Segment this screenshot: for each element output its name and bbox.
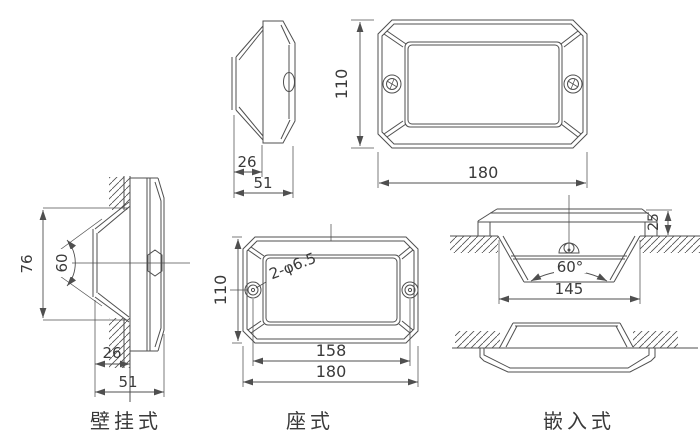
caption-recessed-type: 嵌入式	[543, 409, 615, 433]
dim-label-wall-60: 60	[53, 253, 71, 272]
base-lens-inner-line	[265, 257, 398, 323]
dim-label-front-180: 180	[468, 163, 499, 182]
wm-beam-line-bottom	[56, 273, 103, 307]
front-lens-inner-line	[407, 44, 560, 125]
dim-label-base-holes: 2-φ6.5	[267, 249, 319, 283]
angle-label-mask	[554, 260, 586, 273]
wm-beam-line-top	[56, 218, 103, 253]
ceiling-hatch-right	[633, 331, 678, 348]
rf-slant-right-inner	[615, 325, 628, 348]
side-knob	[283, 72, 295, 92]
dim-label-base-180: 180	[316, 362, 347, 381]
rs-left-slant	[477, 208, 498, 222]
dim-label-front-110: 110	[332, 69, 351, 100]
wm-knob-hexagon	[147, 249, 163, 277]
rf-slant-left-inner	[505, 325, 518, 348]
base-screw-left	[244, 281, 262, 299]
dim-label-wall-51: 51	[118, 373, 137, 391]
front-corner-bevels	[383, 30, 582, 138]
rs-cavity-left	[497, 235, 525, 283]
front-view: 110 180	[332, 19, 588, 188]
recessed-section-view: 60° 145 25	[450, 195, 700, 304]
wall-mount-view: 76 60 26 51	[18, 176, 190, 402]
wall-hatch-top	[109, 177, 130, 210]
ceiling-hatch-left	[455, 331, 500, 348]
rs-cavity-right	[613, 235, 641, 283]
dim-label-wall-76: 76	[18, 254, 36, 273]
dim-label-base-110: 110	[211, 275, 230, 306]
wm-lens-bottom	[94, 296, 130, 323]
recessed-front-view	[452, 322, 698, 373]
angle-arc-60	[66, 239, 77, 287]
caption-base-type: 座式	[286, 409, 334, 433]
front-outer-inner-line	[381, 23, 584, 145]
side-lens-top	[235, 25, 264, 58]
ceiling-hatch-left	[450, 236, 498, 253]
caption-wall-mount: 壁挂式	[90, 409, 162, 433]
angle-label-mask	[53, 249, 72, 277]
dim-label-recess-145: 145	[555, 280, 584, 298]
wm-casing-inner	[154, 181, 162, 348]
leader-line-holes	[255, 281, 267, 289]
base-lens-outline	[262, 254, 401, 326]
rf-slant-left	[499, 322, 514, 348]
base-screw-right	[401, 281, 419, 299]
ceiling-hatch-right	[640, 236, 700, 253]
front-lens-outline	[404, 41, 563, 128]
rf-flange-inner	[483, 348, 650, 369]
front-outer-outline	[377, 19, 588, 149]
rs-cavity-left-inner	[502, 235, 529, 281]
dim-label-recess-60: 60°	[557, 258, 584, 276]
side-body-chamfer-bottom-inner	[280, 119, 291, 140]
dim-label-side-26: 26	[237, 153, 256, 171]
wm-lens-top-inner	[97, 206, 130, 234]
base-view: 2-φ6.5 110 158 180	[211, 224, 419, 387]
side-body-chamfer-top-inner	[280, 24, 291, 45]
wm-lens-top	[94, 201, 130, 230]
side-lens-bottom	[235, 109, 264, 141]
dim-label-recess-25: 25	[646, 213, 662, 231]
wall-hatch-bottom	[109, 318, 130, 368]
base-outer-inner-line	[246, 240, 415, 340]
side-lens-top-inner	[238, 29, 264, 61]
side-body-outline	[262, 20, 296, 144]
rf-slant-right	[619, 322, 634, 348]
wm-lens-bottom-inner	[97, 292, 130, 318]
dim-label-base-158: 158	[316, 341, 347, 360]
side-view: 26 51	[231, 20, 296, 198]
base-corner-bevels	[247, 246, 414, 334]
rf-flange-outline	[479, 348, 656, 373]
dim-label-side-51: 51	[253, 174, 272, 192]
front-screw-left	[382, 74, 402, 94]
dim-label-wall-26: 26	[102, 344, 121, 362]
front-screw-right	[563, 74, 583, 94]
base-outer-outline	[242, 236, 419, 344]
side-lens-bottom-inner	[238, 106, 264, 137]
rs-right-slant	[641, 208, 658, 222]
wm-casing-outline	[157, 177, 165, 352]
rs-cavity-right-inner	[609, 235, 636, 281]
